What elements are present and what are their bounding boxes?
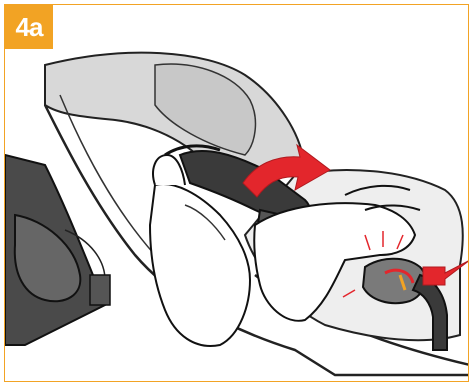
- step-badge: 4a: [5, 5, 53, 49]
- left-hand: [150, 184, 250, 346]
- car-seat-illustration: [5, 5, 469, 382]
- instruction-panel: 4a: [4, 4, 469, 382]
- crotch-buckle: [363, 259, 425, 303]
